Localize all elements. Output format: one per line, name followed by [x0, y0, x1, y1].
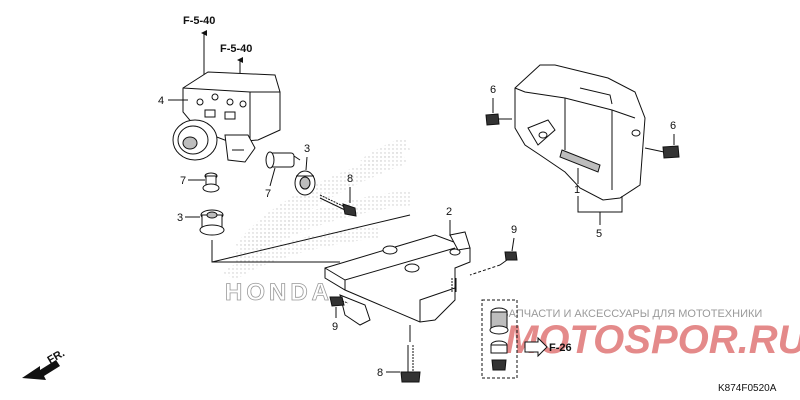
- collar-center: [265, 151, 301, 169]
- diagram-code: K874F0520A: [718, 383, 777, 394]
- honda-wing-watermark: [222, 138, 412, 280]
- sponge-pad: [559, 149, 601, 173]
- callout-collar-left: 7: [180, 175, 186, 187]
- abs-bracket: [324, 231, 471, 326]
- leader-collar-center: [269, 167, 276, 187]
- ref-label-second: F-5-40: [220, 43, 252, 55]
- cover-bolt-left: [485, 113, 512, 126]
- callout-collar-center: 7: [265, 188, 271, 200]
- shop-watermark-text: ЗАПЧАСТИ И АКСЕССУАРЫ ДЛЯ МОТОТЕХНИКИ: [502, 308, 762, 320]
- callout-grommet-left: 3: [177, 212, 183, 224]
- callout-cover-bolt-left: 6: [490, 84, 496, 96]
- callout-bolt-left: 9: [332, 321, 338, 333]
- guide-line-left-diag: [211, 214, 411, 263]
- collar-left: [202, 172, 220, 193]
- front-label: FR.: [46, 347, 67, 366]
- f26-arrow-icon: [524, 336, 548, 358]
- grommet-left: [199, 209, 225, 236]
- callout-grommet-top: 3: [304, 143, 310, 155]
- callout-bolt-bottom: 8: [377, 367, 383, 379]
- front-arrow-icon: [22, 360, 60, 380]
- ref-label-right: F-26: [549, 342, 572, 354]
- callout-cover: 5: [596, 228, 602, 240]
- callout-bolt-right: 9: [511, 224, 517, 236]
- cover-bolt-right: [644, 145, 680, 159]
- shop-watermark-logo: MOTOSPOR.RU: [505, 318, 800, 362]
- abs-modulator: [172, 71, 281, 163]
- callout-bolt-center: 8: [347, 173, 353, 185]
- callout-sponge: 1: [574, 184, 580, 196]
- callout-modulator: 4: [158, 95, 164, 107]
- callout-bracket: 2: [446, 206, 452, 218]
- guide-bolt-right: [469, 264, 501, 276]
- bolt-bottom: [400, 345, 421, 383]
- abs-cover: [514, 64, 646, 201]
- callout-cover-bolt-right: 6: [670, 120, 676, 132]
- ref-label-top: F-5-40: [183, 15, 215, 27]
- grommet-stack-detail: [481, 299, 518, 379]
- honda-watermark-text: HONDA: [225, 279, 333, 306]
- bolt-center: [319, 194, 357, 217]
- leader-grommet-top: [305, 156, 308, 171]
- bolt-left: [329, 296, 349, 307]
- leader-bolt-right: [511, 237, 515, 252]
- bolt-right: [499, 251, 518, 266]
- grommet-top: [294, 170, 316, 196]
